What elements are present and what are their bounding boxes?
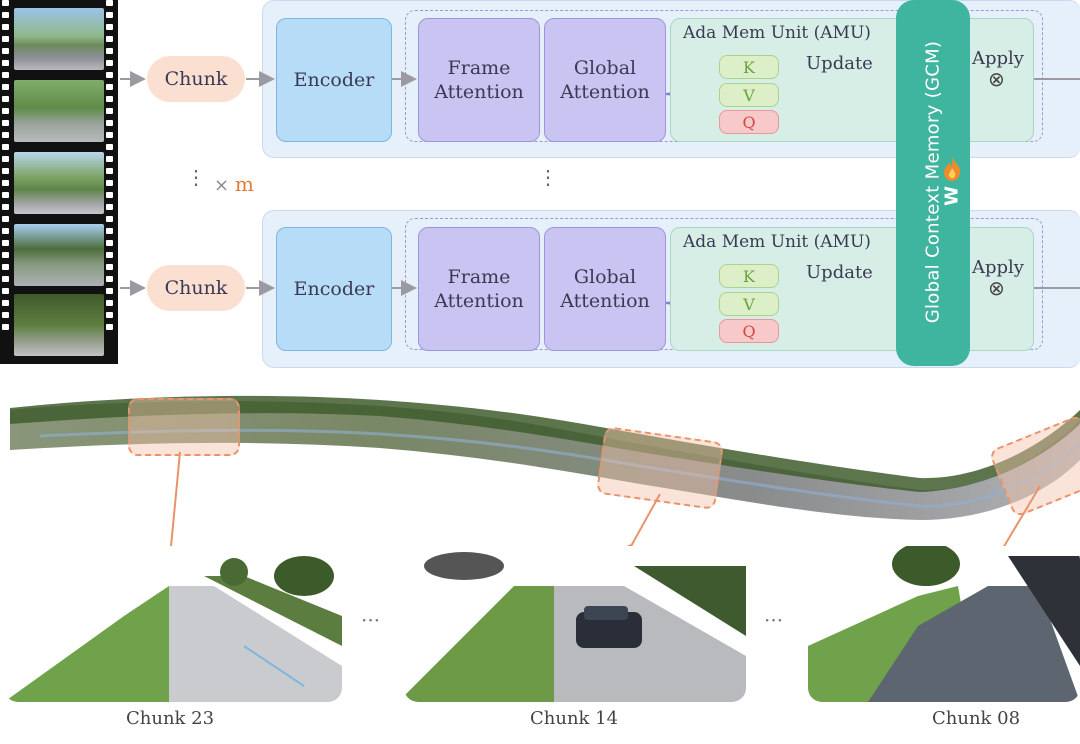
repeat-m-label: × m (214, 172, 254, 196)
query-token-bottom: Q (719, 319, 779, 343)
video-frame-3 (14, 152, 104, 214)
value-token-bottom: V (719, 292, 779, 316)
thumbnail-ellipsis-2: ··· (764, 608, 784, 632)
repeat-dots-left: ⋮ (186, 165, 206, 189)
caption-chunk-14: Chunk 14 (530, 708, 619, 729)
caption-chunk-23: Chunk 23 (126, 708, 215, 729)
gcm-label: Global Context Memory (GCM) (922, 40, 944, 324)
caption-chunk-08: Chunk 08 (932, 708, 1021, 729)
video-frame-4 (14, 224, 104, 286)
video-frame-1 (14, 8, 104, 70)
apply-label-bottom: Apply (972, 257, 1024, 278)
key-token-bottom: K (719, 264, 779, 288)
video-frame-5 (14, 294, 104, 356)
weight-w-label: W (941, 186, 963, 206)
input-video-film-strip (0, 0, 118, 364)
chunk-14-thumbnail (404, 546, 746, 702)
apply-multiply-icon-top: ⊗ (988, 67, 1005, 91)
apply-label-top: Apply (972, 48, 1024, 69)
amu-title: Ada Mem Unit (AMU) (683, 232, 871, 252)
amu-block-top: Ada Mem Unit (AMU) (670, 18, 1034, 142)
repeat-dots-center: ⋮ (538, 165, 558, 189)
key-token-top: K (719, 55, 779, 79)
encoder-block-top: Encoder (276, 18, 392, 142)
update-label-top: Update (806, 53, 873, 74)
film-sprocket-holes-left (2, 0, 12, 364)
chunk-block-top: Chunk (147, 56, 245, 102)
amu-title: Ada Mem Unit (AMU) (683, 23, 871, 43)
apply-multiply-icon-bottom: ⊗ (988, 276, 1005, 300)
flame-trainable-icon (944, 157, 961, 181)
value-token-top: V (719, 83, 779, 107)
thumbnail-ellipsis-1: ··· (361, 608, 381, 632)
film-sprocket-holes-right (106, 0, 116, 364)
global-context-memory-bar (896, 0, 970, 366)
point-cloud-reconstruction-strip (10, 395, 1080, 520)
chunk-23-thumbnail (4, 546, 342, 702)
chunk-23-highlight-box (128, 398, 240, 456)
amu-block-bottom: Ada Mem Unit (AMU) (670, 227, 1034, 351)
update-label-bottom: Update (806, 262, 873, 283)
encoder-block-bottom: Encoder (276, 227, 392, 351)
video-frame-2 (14, 80, 104, 142)
chunk-08-thumbnail (808, 546, 1080, 702)
chunk-block-bottom: Chunk (147, 265, 245, 311)
query-token-top: Q (719, 110, 779, 134)
